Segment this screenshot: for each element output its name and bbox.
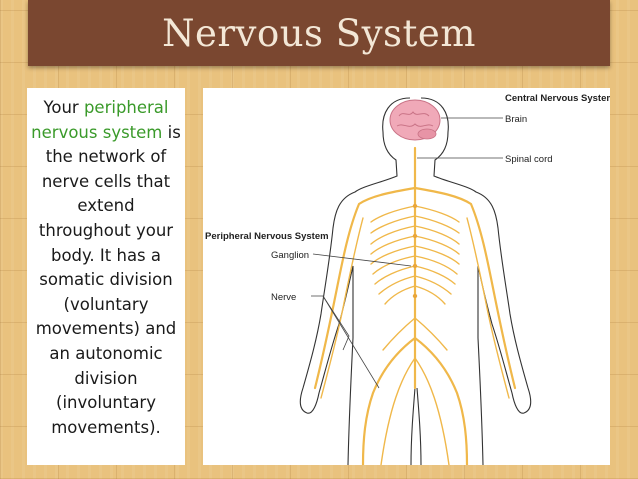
leg-nerves bbox=[361, 317, 469, 465]
label-peripheral-nervous-system: Peripheral Nervous System bbox=[205, 231, 329, 242]
label-leaders bbox=[311, 117, 503, 389]
body-text-suffix: is the network of nerve cells that exten… bbox=[35, 122, 181, 437]
ganglia bbox=[412, 203, 418, 299]
text-panel: Your peripheral nervous system is the ne… bbox=[27, 88, 185, 465]
nervous-system-diagram: Central Nervous System Brain Spinal cord… bbox=[203, 88, 610, 465]
body-text-prefix: Your bbox=[43, 98, 84, 117]
thoracic-nerves bbox=[370, 205, 460, 305]
brain-icon bbox=[389, 99, 441, 141]
diagram-svg: Central Nervous System Brain Spinal cord… bbox=[205, 93, 610, 465]
slide-title: Nervous System bbox=[162, 11, 476, 55]
label-nerve: Nerve bbox=[271, 292, 296, 303]
label-spinal-cord: Spinal cord bbox=[505, 154, 553, 165]
label-central-nervous-system: Central Nervous System bbox=[505, 93, 610, 104]
label-ganglion: Ganglion bbox=[271, 250, 309, 261]
arm-nerves bbox=[313, 186, 517, 399]
title-bar: Nervous System bbox=[28, 0, 610, 66]
label-brain: Brain bbox=[505, 114, 527, 125]
body-text-highlight: peripheral nervous system bbox=[31, 98, 169, 142]
